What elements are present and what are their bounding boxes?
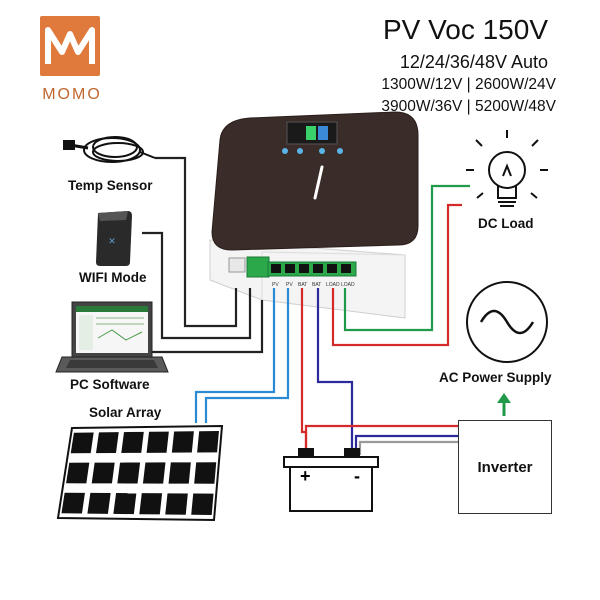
terminal-label: LOAD — [341, 282, 355, 288]
solar-cell — [91, 462, 115, 484]
wire-load-2 — [343, 184, 470, 332]
solar-cell — [117, 462, 141, 484]
solar-cell — [66, 462, 90, 484]
pc-software-label: PC Software — [70, 377, 150, 392]
battery-minus-label: - — [354, 466, 360, 486]
solar-cell — [121, 431, 144, 453]
spec-title: PV Voc 150V — [382, 14, 548, 45]
brand-logo-mark — [45, 27, 95, 64]
terminal-label: PV — [286, 282, 293, 288]
solar-cell — [61, 492, 85, 514]
terminal-label: PV — [272, 282, 279, 288]
battery-icon — [283, 448, 379, 512]
terminal-label: LOAD — [326, 282, 340, 288]
solar-cell — [139, 493, 163, 515]
arrow-up-icon — [497, 393, 511, 416]
wire-pv-1 — [194, 288, 276, 423]
solar-cell — [142, 462, 166, 484]
solar-cell — [87, 492, 111, 514]
solar-cell — [96, 432, 119, 454]
wire-load-1 — [331, 203, 462, 347]
solar-cell — [146, 431, 169, 453]
spec-voltage: 12/24/36/48V Auto — [399, 52, 548, 72]
ac-power-icon — [466, 281, 548, 363]
solar-cell — [171, 431, 194, 453]
charge-controller: PV PV BAT BAT LOAD LOAD — [209, 111, 419, 319]
solar-array-label: Solar Array — [89, 405, 162, 420]
inverter-label: Inverter — [477, 458, 533, 476]
temp-sensor-icon — [63, 136, 156, 163]
laptop-icon — [55, 301, 169, 373]
terminal-block — [267, 261, 357, 277]
solar-cell — [168, 462, 191, 484]
wire-inv-plus — [304, 424, 458, 455]
battery-plus-label: + — [300, 466, 311, 486]
wire-wifi — [142, 231, 252, 340]
terminal-label: BAT — [312, 282, 321, 288]
wire-bat-minus — [316, 288, 354, 455]
wire-pv-2 — [204, 288, 290, 423]
solar-cell — [197, 430, 219, 453]
ac-power-supply-label: AC Power Supply — [439, 370, 552, 385]
terminal-label: BAT — [298, 282, 307, 288]
wire-inv-minus — [354, 434, 458, 455]
solar-cell — [165, 493, 188, 515]
wifi-module-icon: ✕ — [96, 211, 132, 266]
wifi-mode-label: WIFI Mode — [79, 270, 147, 285]
svg-text:✕: ✕ — [108, 236, 116, 246]
dc-load-label: DC Load — [478, 216, 534, 231]
wire-pc — [152, 300, 264, 354]
wire-temp-sensor — [155, 156, 238, 328]
brand-name: MOMO — [42, 86, 102, 103]
solar-panel-icon — [56, 424, 224, 522]
solar-cell — [194, 462, 217, 484]
spec-power-1: 1300W/12V | 2600W/24V — [381, 76, 556, 93]
wire-inv-ground — [358, 440, 458, 455]
brand-logo — [40, 16, 100, 76]
solar-cell — [113, 493, 137, 515]
solar-cell — [70, 432, 94, 454]
spec-power-2: 3900W/36V | 5200W/48V — [381, 98, 556, 115]
temp-sensor-label: Temp Sensor — [68, 178, 153, 193]
solar-cell — [191, 493, 214, 516]
inverter: Inverter — [458, 420, 552, 514]
light-bulb-icon — [466, 130, 548, 207]
wires — [142, 156, 470, 455]
